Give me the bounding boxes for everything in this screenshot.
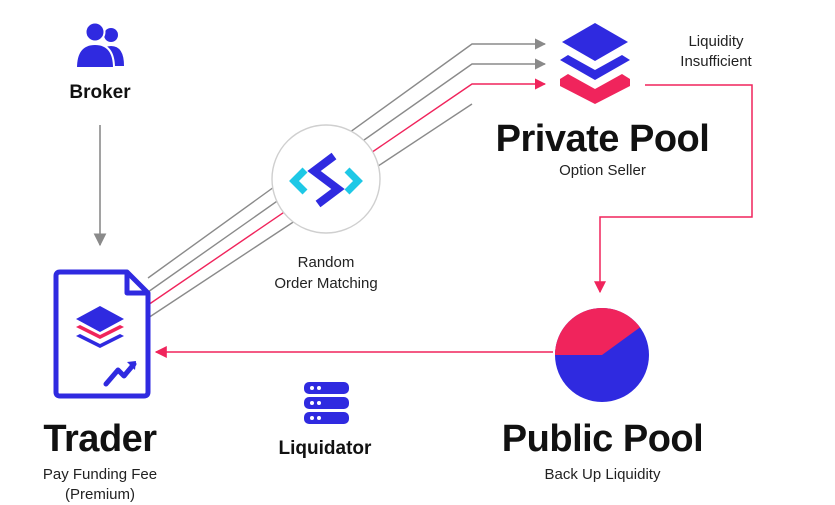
- liquidity-insufficient-note: Liquidity Insufficient: [646, 32, 786, 72]
- trader-subtitle-line1: Pay Funding Fee: [42, 466, 158, 483]
- private-pool-subtitle: Option Seller: [559, 162, 646, 179]
- broker-label: Broker: [69, 82, 131, 103]
- public-pool-subtitle: Back Up Liquidity: [544, 466, 661, 483]
- matching-logo-icon: [271, 124, 381, 234]
- trader-title: Trader: [43, 418, 157, 460]
- route-line-3: [147, 78, 547, 306]
- matching-label-line1: Random: [297, 254, 355, 271]
- liquidity-note-line2: Insufficient: [680, 53, 752, 70]
- matching-label-line2: Order Matching: [274, 275, 378, 292]
- public-pool-pie-icon: [555, 308, 649, 402]
- route-line-1: [147, 38, 547, 279]
- broker-users-icon: [74, 21, 124, 69]
- route-line-2: [147, 58, 547, 293]
- public-pool-title: Public Pool: [501, 418, 704, 460]
- liquidity-note-line1: Liquidity: [688, 33, 744, 50]
- private-pool-title: Private Pool: [495, 118, 710, 160]
- private-to-public-arrow: [594, 84, 753, 294]
- liquidator-label: Liquidator: [278, 438, 372, 459]
- private-pool-layers-icon: [560, 23, 630, 104]
- trader-document-icon: [53, 269, 151, 399]
- liquidator-server-icon: [304, 382, 349, 424]
- matching-label: Random Order Matching: [236, 252, 416, 294]
- trader-subtitle-line2: (Premium): [65, 486, 135, 503]
- trader-subtitle: Pay Funding Fee (Premium): [10, 465, 190, 505]
